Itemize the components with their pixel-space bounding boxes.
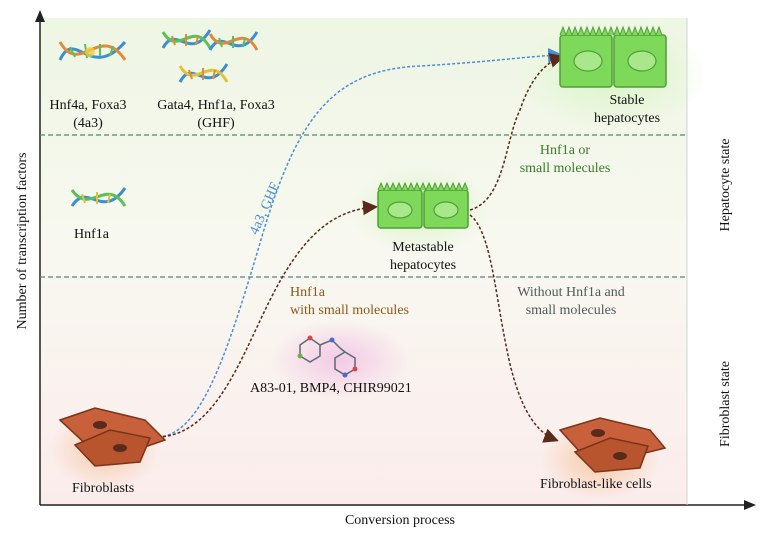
fibroblasts-label: Fibroblasts	[72, 481, 135, 496]
factor-ghf-abbrev: (GHF)	[197, 116, 235, 131]
chemical-conversion-path	[157, 200, 378, 438]
chemical-line1: Hnf1a	[290, 285, 325, 300]
metastable-line1: Metastable	[392, 240, 454, 255]
stable-hepatocytes-icon	[559, 25, 667, 88]
fibroblasts-icon	[58, 407, 167, 467]
reversion-line1: Without Hnf1a and	[517, 285, 625, 300]
factor-ghf-names: Gata4, Hnf1a, Foxa3	[157, 98, 275, 113]
stabilization-path	[469, 53, 565, 211]
metastable-line2: hepatocytes	[389, 258, 457, 273]
stabilization-line2: small molecules	[519, 161, 611, 176]
compounds-label: A83-01, BMP4, CHIR99021	[250, 381, 412, 396]
stabilization-label: Hnf1a or small molecules	[500, 142, 630, 178]
reversion-path	[469, 214, 559, 443]
y-axis-label: Number of transcription factors	[15, 152, 30, 330]
chemical-label: Hnf1a with small molecules	[290, 284, 409, 320]
dna-icon-ghf-1	[161, 29, 212, 49]
hepatocyte-state-label: Hepatocyte state	[718, 138, 733, 232]
dna-icon-hnf1a	[70, 187, 127, 207]
x-axis-label: Conversion process	[344, 513, 456, 528]
dna-icon-ghf-2	[208, 31, 259, 51]
small-molecule-icon	[297, 335, 358, 378]
chemical-line2: with small molecules	[290, 303, 409, 318]
factor-ghf-label: Gata4, Hnf1a, Foxa3 (GHF)	[146, 97, 286, 133]
stabilization-line1: Hnf1a or	[539, 143, 591, 158]
fibroblast-like-cells-label: Fibroblast-like cells	[540, 477, 652, 492]
fibroblast-state-label: Fibroblast state	[718, 361, 733, 447]
reversion-line2: small molecules	[525, 303, 617, 318]
stable-hepatocytes-label: Stable hepatocytes	[572, 92, 682, 128]
fibroblast-like-cells-icon	[558, 417, 667, 473]
metastable-hepatocytes-label: Metastable hepatocytes	[368, 239, 478, 275]
stable-line1: Stable	[609, 93, 645, 108]
factor-hnf1a-label: Hnf1a	[74, 227, 109, 242]
compound-glow	[270, 320, 410, 400]
reversion-label: Without Hnf1a and small molecules	[496, 284, 646, 320]
factor-4a3-label: Hnf4a, Foxa3 (4a3)	[38, 97, 138, 133]
stable-line2: hepatocytes	[593, 111, 661, 126]
factor-4a3-names: Hnf4a, Foxa3	[49, 98, 127, 113]
factor-4a3-abbrev: (4a3)	[73, 116, 103, 131]
x-axis	[40, 500, 756, 510]
metastable-hepatocytes-icon	[377, 181, 469, 229]
direct-conversion-path	[157, 47, 563, 438]
dna-icon-4a3	[58, 41, 127, 61]
state-strip	[687, 18, 765, 506]
dna-icon-ghf-3	[178, 63, 229, 83]
y-axis	[35, 10, 45, 505]
